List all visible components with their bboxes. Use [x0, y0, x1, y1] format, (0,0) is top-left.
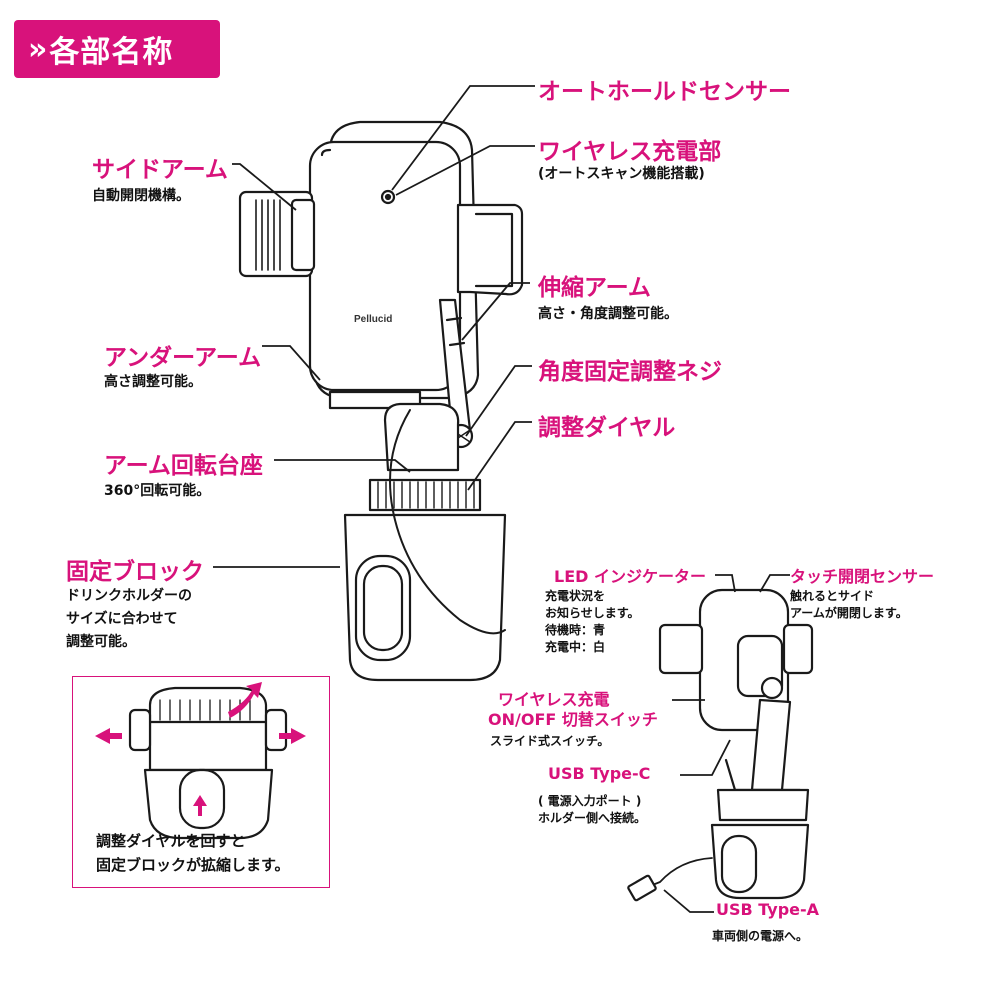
label-arm-base: アーム回転台座: [104, 453, 263, 479]
desc-telescopic-arm: 高さ・角度調整可能。: [538, 306, 678, 322]
fixed-block: [354, 554, 412, 662]
wireless-coil-icon: [380, 189, 396, 205]
label-angle-screw: 角度固定調整ネジ: [538, 359, 722, 385]
label-auto-hold-sensor: オートホールドセンサー: [538, 79, 791, 105]
label-under-arm: アンダーアーム: [104, 345, 262, 371]
dial-detail-caption: 調整ダイヤルを回すと 固定ブロックが拡縮します。: [96, 829, 290, 877]
desc-touch-line2: アームが開閉します。: [790, 606, 908, 620]
label-adjust-dial: 調整ダイヤル: [538, 415, 676, 441]
desc-usb-a: 車両側の電源へ。: [712, 929, 809, 943]
section-title-badge: » 各部名称: [14, 20, 220, 78]
desc-usb-c-line2: ホルダー側へ接続。: [538, 811, 647, 825]
label-wireless-charging: ワイヤレス充電部: [538, 139, 722, 165]
desc-led-line3: 待機時：青: [545, 623, 606, 637]
dial-detail-caption-line1: 調整ダイヤルを回すと: [96, 832, 246, 850]
desc-led-line4: 充電中：白: [545, 640, 606, 654]
holder-back-shell: [312, 120, 480, 400]
section-title: 各部名称: [49, 35, 174, 70]
desc-usb-c-line1: ( 電源入力ポート ): [538, 794, 642, 808]
dial-detail-box: [72, 676, 330, 888]
label-wireless-switch-line1: ワイヤレス充電: [498, 690, 610, 709]
desc-touch-line1: 触れるとサイド: [790, 589, 875, 603]
side-arm-right: [456, 203, 524, 296]
desc-side-arm: 自動開閉機構。: [92, 188, 190, 204]
adjust-dial: [368, 478, 482, 512]
dial-detail-illustration: [128, 686, 288, 840]
desc-arm-base: 360°回転可能。: [104, 483, 211, 499]
label-fixed-block: 固定ブロック: [66, 559, 204, 585]
desc-led-line2: お知らせします。: [545, 606, 640, 620]
label-side-arm: サイドアーム: [92, 157, 228, 183]
brand-mark: Pellucid: [354, 314, 392, 325]
charging-pad: [308, 140, 462, 392]
label-usb-c: USB Type-C: [548, 764, 651, 783]
desc-fixed-block-line3: 調整可能。: [66, 634, 136, 650]
desc-fixed-block-line1: ドリンクホルダーの: [66, 588, 192, 604]
desc-wireless-switch: スライド式スイッチ。: [490, 734, 610, 748]
holder-back-view: [627, 588, 814, 902]
desc-fixed-block-line2: サイズに合わせて: [66, 611, 178, 627]
dial-detail-caption-line2: 固定ブロックが拡縮します。: [96, 856, 290, 874]
label-wireless-switch-line2: ON/OFF 切替スイッチ: [488, 710, 658, 729]
label-led-indicator: LED インジケーター: [554, 567, 706, 586]
label-touch-sensor: タッチ開閉センサー: [790, 567, 935, 586]
label-telescopic-arm: 伸縮アーム: [538, 275, 651, 301]
desc-led-line1: 充電状況を: [545, 589, 606, 603]
desc-wireless-charging: (オートスキャン機能搭載): [538, 166, 705, 182]
label-usb-a: USB Type-A: [716, 900, 820, 919]
desc-under-arm: 高さ調整可能。: [104, 374, 202, 390]
